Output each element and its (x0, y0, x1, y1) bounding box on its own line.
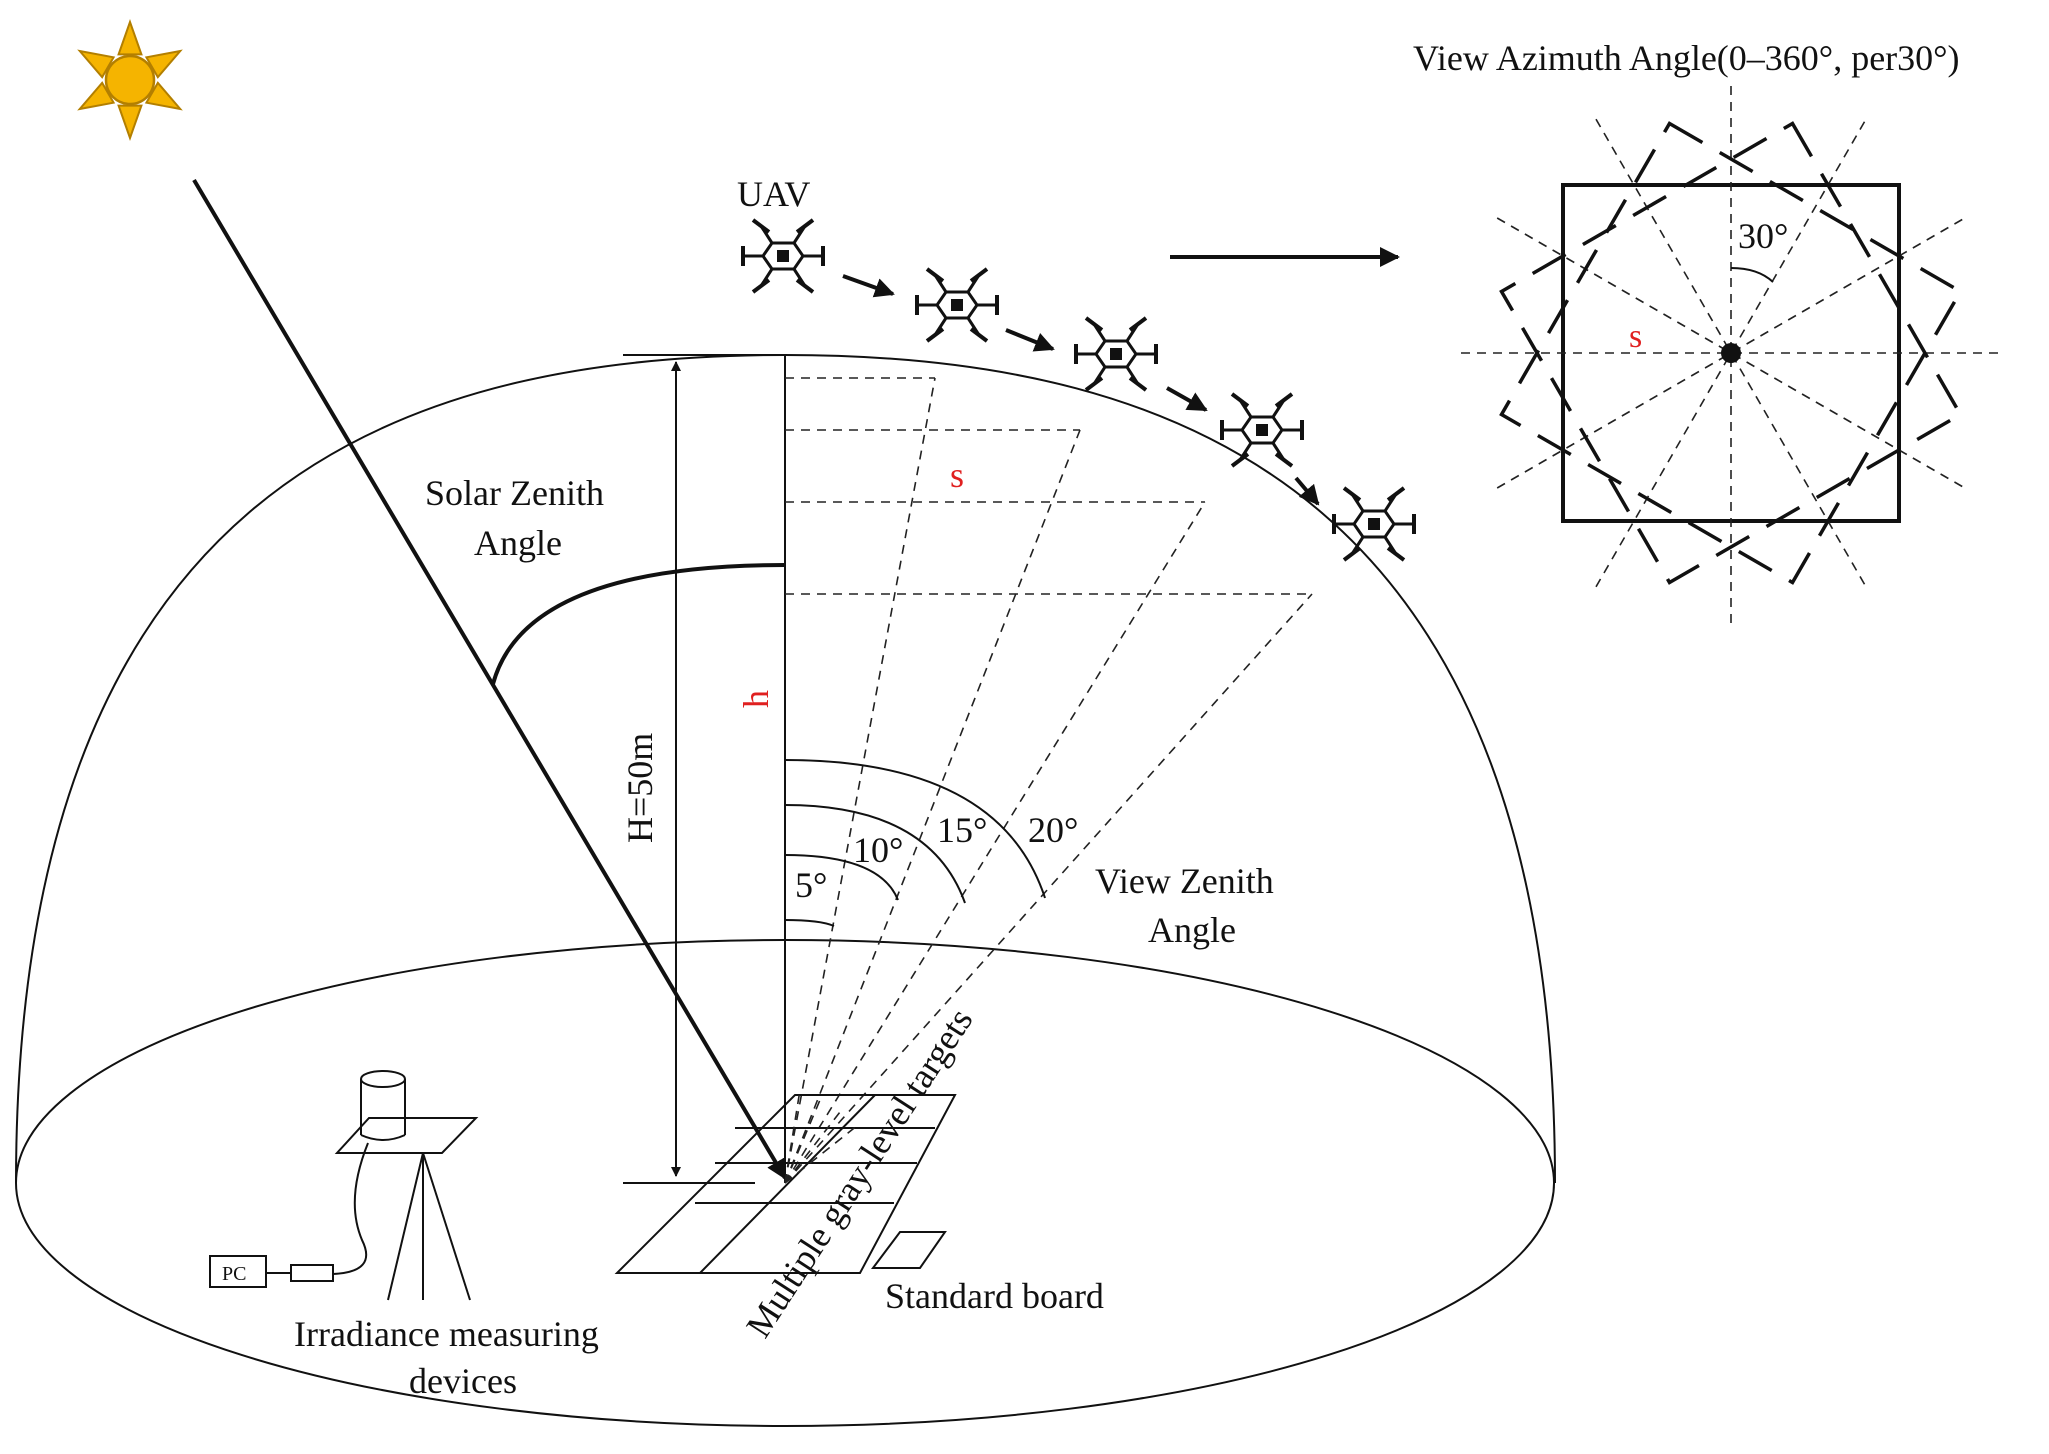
height-label: H=50m (620, 733, 660, 843)
uav-arrow-1 (842, 274, 895, 298)
gray-level-targets (614, 1094, 957, 1274)
solar-zenith-label-line2: Angle (474, 523, 562, 563)
angle-label-15: 15° (937, 810, 987, 850)
pc-box (209, 1255, 267, 1288)
quadcopter-icon (1332, 486, 1416, 562)
azimuth-direction-line (1496, 217, 1966, 489)
sun-ray (144, 81, 183, 111)
s-label-dome: s (950, 455, 964, 495)
irradiance-label-line1: Irradiance measuring (294, 1314, 599, 1354)
view-ray-10 (784, 429, 1081, 1184)
uav-label: UAV (737, 174, 810, 214)
irradiance-label-line2: devices (409, 1361, 517, 1401)
sun-ray (117, 104, 143, 142)
pc-label: PC (222, 1263, 246, 1285)
solar-zenith-arc (491, 563, 786, 685)
view-ray-20 (784, 593, 1313, 1184)
sun-ray (77, 49, 116, 79)
azimuth-direction-line (1496, 217, 1966, 489)
azimuth-rotated-square-2 (1499, 121, 1963, 585)
view-zenith-label-line2: Angle (1148, 910, 1236, 950)
sun-icon (77, 18, 183, 142)
quadcopter-icon (741, 218, 825, 294)
s-label-azimuth: s (1629, 318, 1642, 355)
azimuth-direction-lines (1461, 83, 2001, 623)
sun-ray (144, 49, 183, 79)
angle-arc-15 (784, 804, 966, 904)
angle-label-5: 5° (795, 865, 827, 905)
azimuth-direction-line (1595, 118, 1867, 588)
quadcopter-icon (1220, 392, 1304, 468)
azimuth-30-label: 30° (1738, 216, 1788, 256)
azimuth-center-point (1721, 343, 1741, 363)
angle-arc-20 (784, 759, 1046, 899)
solar-ray (192, 178, 787, 1180)
uav-arrow-4 (1294, 476, 1320, 506)
angle-label-10: 10° (853, 830, 903, 870)
view-ray-15 (784, 501, 1206, 1184)
irradiance-device: PC (209, 1070, 479, 1301)
uav-arrow-2 (1005, 328, 1055, 352)
angle-arc-10 (784, 854, 899, 901)
azimuth-30-arc (1730, 267, 1774, 283)
solar-zenith-label-line1: Solar Zenith (425, 473, 604, 513)
view-ray-5 (784, 377, 936, 1184)
angle-label-20: 20° (1028, 810, 1078, 850)
angle-arc-5 (784, 919, 835, 927)
h-label: h (736, 690, 776, 708)
standard-board (871, 1231, 947, 1269)
quadcopter-icon (915, 267, 999, 343)
view-zenith-label-line1: View Zenith (1095, 861, 1274, 901)
azimuth-direction-line (1595, 118, 1867, 588)
azimuth-panel: 30° s (1461, 83, 2001, 623)
quadcopter-icon (1074, 316, 1158, 392)
azimuth-title: View Azimuth Angle(0–360°, per30°) (1413, 38, 1960, 78)
standard-board-label: Standard board (885, 1276, 1104, 1316)
azimuth-rotated-square-1 (1499, 121, 1963, 585)
uav-arrow-3 (1166, 386, 1208, 412)
sun-ray (117, 18, 143, 56)
sun-ray (77, 81, 116, 111)
